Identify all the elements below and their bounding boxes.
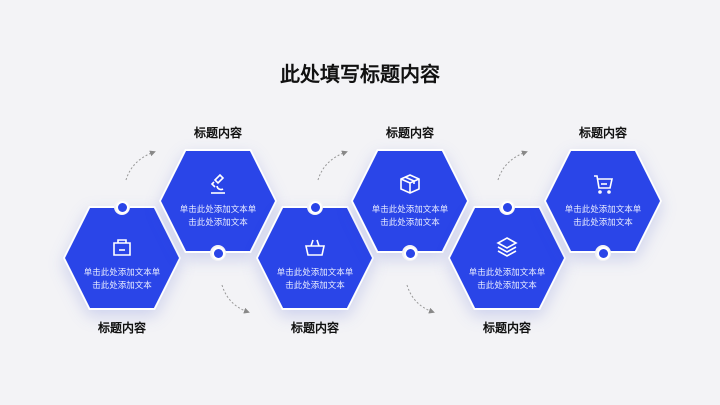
item-text: 单击此处添加文本单击此处添加文本: [564, 205, 642, 228]
connector-dot: [595, 245, 611, 261]
item-label-4: 标题内容: [385, 126, 434, 140]
item-label-6: 标题内容: [578, 126, 627, 140]
item-text: 单击此处添加文本单击此处添加文本: [276, 268, 354, 291]
item-text: 单击此处添加文本单击此处添加文本: [371, 205, 449, 228]
basket-icon: [305, 239, 325, 256]
hex-card-4[interactable]: 单击此处添加文本单击此处添加文本: [351, 149, 469, 253]
hex-card-5[interactable]: 单击此处添加文本单击此处添加文本: [448, 206, 566, 310]
box-icon: [400, 174, 420, 194]
connector-dot: [210, 245, 226, 261]
arrow-4: [406, 284, 435, 314]
page-title: 此处填写标题内容: [280, 62, 440, 86]
connector-dot: [499, 199, 515, 215]
item-text: 单击此处添加文本单击此处添加文本: [83, 268, 161, 291]
connector-dot: [307, 199, 323, 215]
arrow-5: [497, 150, 528, 181]
arrow-3: [317, 150, 348, 181]
item-text: 单击此处添加文本单击此处添加文本: [468, 268, 546, 291]
hex-card-3[interactable]: 单击此处添加文本单击此处添加文本: [256, 206, 374, 310]
arrow-1: [125, 150, 156, 181]
item-label-2: 标题内容: [193, 126, 242, 140]
shopping-bag-icon: [113, 239, 131, 256]
hex-card-2[interactable]: 单击此处添加文本单击此处添加文本: [159, 149, 277, 253]
arrow-2: [221, 284, 250, 314]
item-text: 单击此处添加文本单击此处添加文本: [179, 205, 257, 228]
item-label-5: 标题内容: [482, 321, 531, 335]
hex-card-1[interactable]: 单击此处添加文本单击此处添加文本: [63, 206, 181, 310]
item-label-1: 标题内容: [97, 321, 146, 335]
hex-card-6[interactable]: 单击此处添加文本单击此处添加文本: [544, 149, 662, 253]
cart-icon: [594, 175, 613, 194]
item-label-3: 标题内容: [290, 321, 339, 335]
layers-icon: [496, 237, 518, 257]
connector-dot: [114, 199, 130, 215]
microscope-icon: [210, 173, 225, 194]
connector-dot: [402, 245, 418, 261]
